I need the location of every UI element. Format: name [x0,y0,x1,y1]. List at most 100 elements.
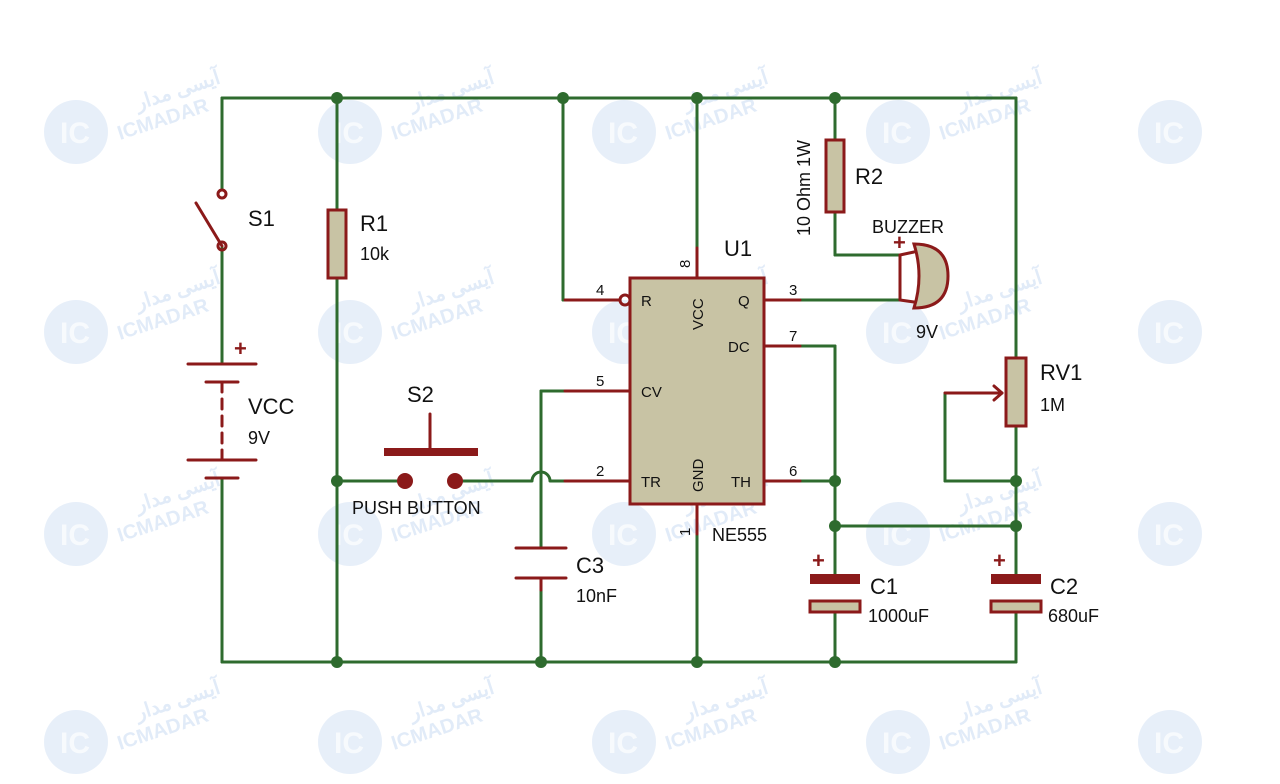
junction-node [331,475,343,487]
junction-node [829,520,841,532]
watermark-circle [1138,710,1202,774]
capacitor-c2: + C2 680uF [989,548,1099,626]
junction-node [691,92,703,104]
c3-ref: C3 [576,553,604,578]
watermark-ic: IC [608,519,638,552]
vcc-plus-sign: + [234,336,247,361]
watermark-ic: IC [882,727,912,760]
u1-pin-name: VCC [690,298,707,330]
resistor-r2: R2 10 Ohm 1W [794,138,883,236]
s2-caption: PUSH BUTTON [352,498,481,518]
c3-value: 10nF [576,586,617,606]
watermark-ic: IC [334,317,364,350]
watermark-ic: IC [882,519,912,552]
buzzer-plus-sign: + [893,230,906,255]
rv1-value: 1M [1040,395,1065,415]
junction-node [829,656,841,668]
watermark-circle [592,100,656,164]
s2-ref: S2 [407,382,434,407]
watermark-circle [44,710,108,774]
watermark-ic: IC [60,519,90,552]
watermark-logo: IC [1138,710,1202,774]
watermark-ic: IC [882,117,912,150]
capacitor-c1: + C1 1000uF [808,548,929,626]
c2-plus-sign: + [993,548,1006,573]
watermark-ic: IC [60,117,90,150]
u1-pin-name: DC [728,339,750,356]
watermark-circle [1138,502,1202,566]
rv1-ref: RV1 [1040,360,1082,385]
junction-node [331,656,343,668]
watermark-ic: IC [882,317,912,350]
watermark-ic: IC [60,727,90,760]
watermark-circle [318,502,382,566]
watermark-circle [592,710,656,774]
watermark-ic: IC [60,317,90,350]
r2-value: 10 Ohm 1W [794,140,814,236]
u1-pin-name: TR [641,474,661,491]
watermark-circle [44,502,108,566]
junction-node [829,92,841,104]
c1-value: 1000uF [868,606,929,626]
watermark-circle [1138,300,1202,364]
junction-node [1010,475,1022,487]
watermark-ic: IC [334,117,364,150]
watermark-circle [44,300,108,364]
junction-node [535,656,547,668]
c2-ref: C2 [1050,574,1078,599]
switch-s1: S1 [194,188,275,252]
watermark-circle [866,100,930,164]
junction-node [691,656,703,668]
junction-node [557,92,569,104]
watermark-circle [1138,100,1202,164]
watermark-ic: IC [1154,317,1184,350]
watermark-circle [866,502,930,566]
c1-plus-sign: + [812,548,825,573]
watermark-logo: IC [1138,502,1202,566]
battery-vcc: + VCC 9V [186,336,295,480]
watermark-ic: IC [334,727,364,760]
s1-ref: S1 [248,206,275,231]
watermark-ic: IC [608,117,638,150]
u1-pin-number: 4 [596,282,604,299]
junction-nodes [331,92,1022,668]
watermark-circle [318,100,382,164]
vcc-ref: VCC [248,394,295,419]
buzzer-ref: BUZZER [872,217,944,237]
watermark-ic: IC [334,519,364,552]
watermark-ic: IC [608,727,638,760]
u1-pin-name: R [641,293,652,310]
u1-pin-number: 6 [789,463,797,480]
u1-pin-number: 3 [789,282,797,299]
u1-pin-number: 8 [677,260,694,268]
u1-pin-number: 7 [789,328,797,345]
wires [220,96,1018,664]
junction-node [1010,520,1022,532]
watermark-logo: IC [1138,300,1202,364]
watermark-ic: IC [1154,519,1184,552]
watermark-circle [318,300,382,364]
resistor-r1: R1 10k [326,208,390,280]
c1-ref: C1 [870,574,898,599]
watermark-circle [592,502,656,566]
watermark-circle [866,710,930,774]
u1-pin-name: CV [641,384,662,401]
capacitor-c3: C3 10nF [514,546,617,606]
buzzer-value: 9V [916,322,938,342]
watermark-circle [866,300,930,364]
watermark-circle [44,100,108,164]
potentiometer-rv1: RV1 1M [943,356,1082,428]
u1-part: NE555 [712,525,767,545]
r2-ref: R2 [855,164,883,189]
u1-pin-name: Q [738,293,750,310]
